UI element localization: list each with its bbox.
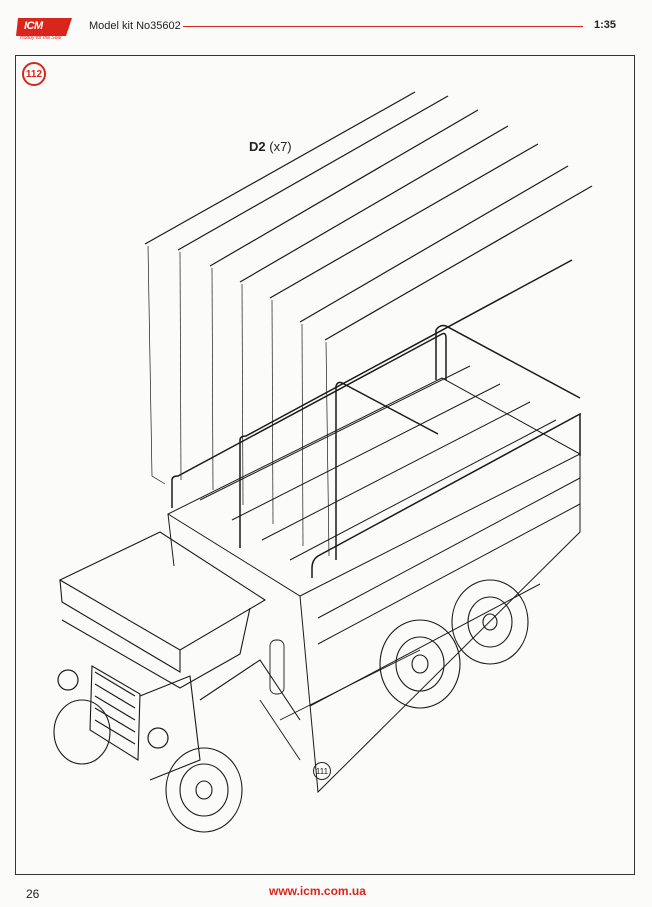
step-number: 112 xyxy=(25,68,43,80)
right-headlight xyxy=(147,727,169,749)
step-number-badge: 112 xyxy=(22,62,46,86)
logo-tagline: Hobby for the Soul xyxy=(20,35,62,41)
part-d2-rods xyxy=(144,91,593,341)
page-header: ICM Hobby for the Soul Model kit No35602… xyxy=(0,0,652,50)
instruction-frame xyxy=(15,55,635,875)
wheels xyxy=(53,579,529,833)
chassis xyxy=(259,639,421,761)
reference-step-badge: 111 xyxy=(313,762,331,780)
left-headlight xyxy=(57,669,79,691)
tilt-frame xyxy=(171,259,581,578)
cargo-bed xyxy=(166,365,582,794)
header-rule xyxy=(183,26,583,27)
truck-cab xyxy=(58,531,301,781)
reference-step-number: 111 xyxy=(315,766,329,776)
kit-number: Model kit No35602 xyxy=(89,20,181,32)
scale-label: 1:35 xyxy=(594,19,617,31)
placement-guides xyxy=(147,245,330,557)
icm-logo xyxy=(16,18,72,36)
part-quantity: (x7) xyxy=(269,139,292,154)
page-number: 26 xyxy=(26,887,40,901)
logo-text: ICM xyxy=(24,20,43,32)
part-code: D2 xyxy=(249,139,266,154)
website-link[interactable]: www.icm.com.ua xyxy=(269,884,366,898)
part-callout: D2 (x7) xyxy=(249,139,292,154)
